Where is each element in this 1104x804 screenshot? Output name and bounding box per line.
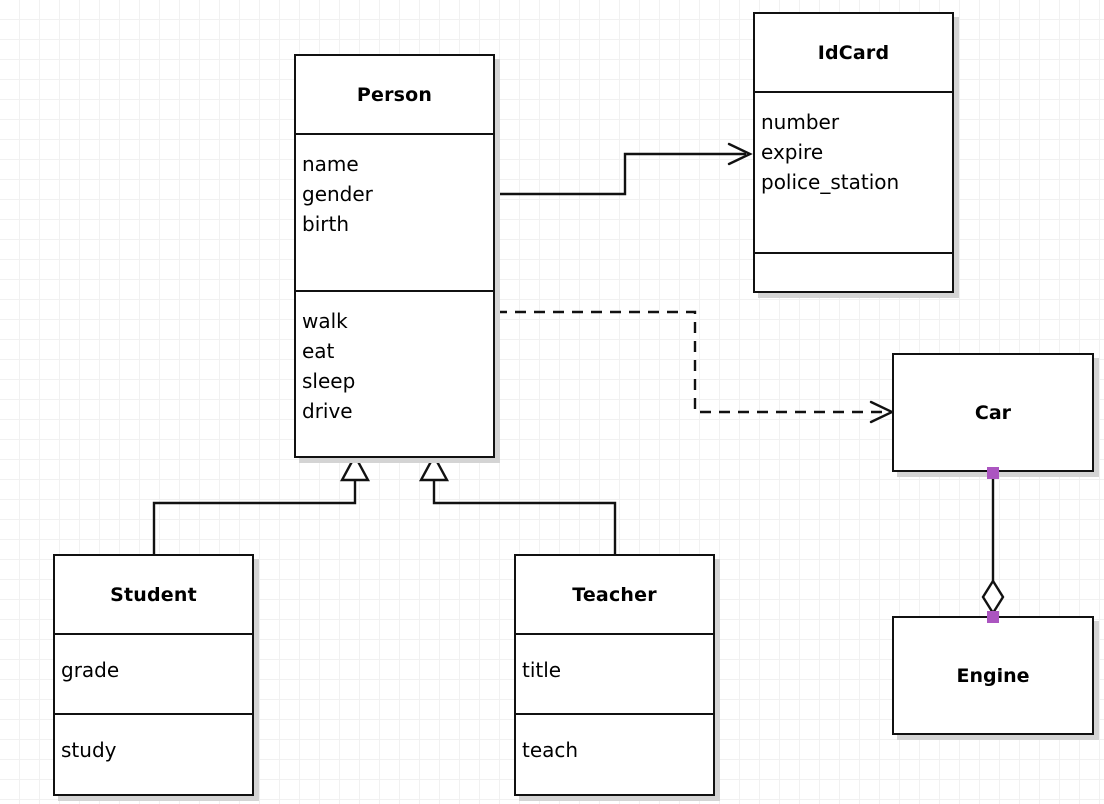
open-arrowhead-icon: [727, 142, 753, 166]
hollow-diamond-icon: [981, 578, 1005, 616]
class-box-car[interactable]: Car: [892, 353, 1094, 472]
class-name-idcard: IdCard: [755, 14, 952, 91]
aggregation-car-engine[interactable]: [981, 472, 1005, 618]
class-box-teacher[interactable]: Teacher title teach: [514, 554, 715, 796]
class-name-student: Student: [55, 556, 252, 633]
attributes-compartment-teacher: title: [516, 633, 713, 713]
operation-item: walk: [302, 309, 348, 333]
operations-compartment-idcard: [755, 252, 952, 291]
attribute-item: expire: [761, 140, 824, 164]
class-name-car: Car: [974, 401, 1012, 424]
connection-handle-engine[interactable]: [987, 611, 999, 623]
hollow-triangle-icon: [418, 453, 450, 482]
operations-compartment-person: walk eat sleep drive: [296, 290, 493, 456]
attribute-item: police_station: [761, 170, 900, 194]
operation-item: teach: [522, 738, 579, 762]
class-box-engine[interactable]: Engine: [892, 616, 1094, 735]
generalization-student-person[interactable]: [152, 453, 371, 554]
attribute-item: name: [302, 152, 359, 176]
attributes-compartment-person: name gender birth: [296, 133, 493, 290]
association-person-idcard[interactable]: [494, 142, 753, 196]
operation-item: eat: [302, 339, 335, 363]
attribute-item: title: [522, 658, 562, 682]
class-box-student[interactable]: Student grade study: [53, 554, 254, 796]
operation-item: sleep: [302, 369, 356, 393]
attribute-item: grade: [61, 658, 120, 682]
attribute-item: birth: [302, 212, 349, 236]
class-name-person: Person: [296, 56, 493, 133]
attributes-compartment-student: grade: [55, 633, 252, 713]
operation-item: drive: [302, 399, 353, 423]
hollow-triangle-icon: [339, 453, 371, 482]
operation-item: study: [61, 738, 117, 762]
operations-compartment-student: study: [55, 713, 252, 794]
attribute-item: number: [761, 110, 840, 134]
class-box-person[interactable]: Person name gender birth walk eat sleep …: [294, 54, 495, 458]
class-name-teacher: Teacher: [516, 556, 713, 633]
class-name-engine: Engine: [956, 664, 1030, 687]
class-box-idcard[interactable]: IdCard number expire police_station: [753, 12, 954, 293]
dependency-person-car[interactable]: [496, 310, 895, 424]
connection-handle-car[interactable]: [987, 467, 999, 479]
attributes-compartment-idcard: number expire police_station: [755, 91, 952, 252]
generalization-teacher-person[interactable]: [418, 453, 617, 554]
open-arrowhead-icon: [869, 400, 895, 424]
attribute-item: gender: [302, 182, 373, 206]
operations-compartment-teacher: teach: [516, 713, 713, 794]
